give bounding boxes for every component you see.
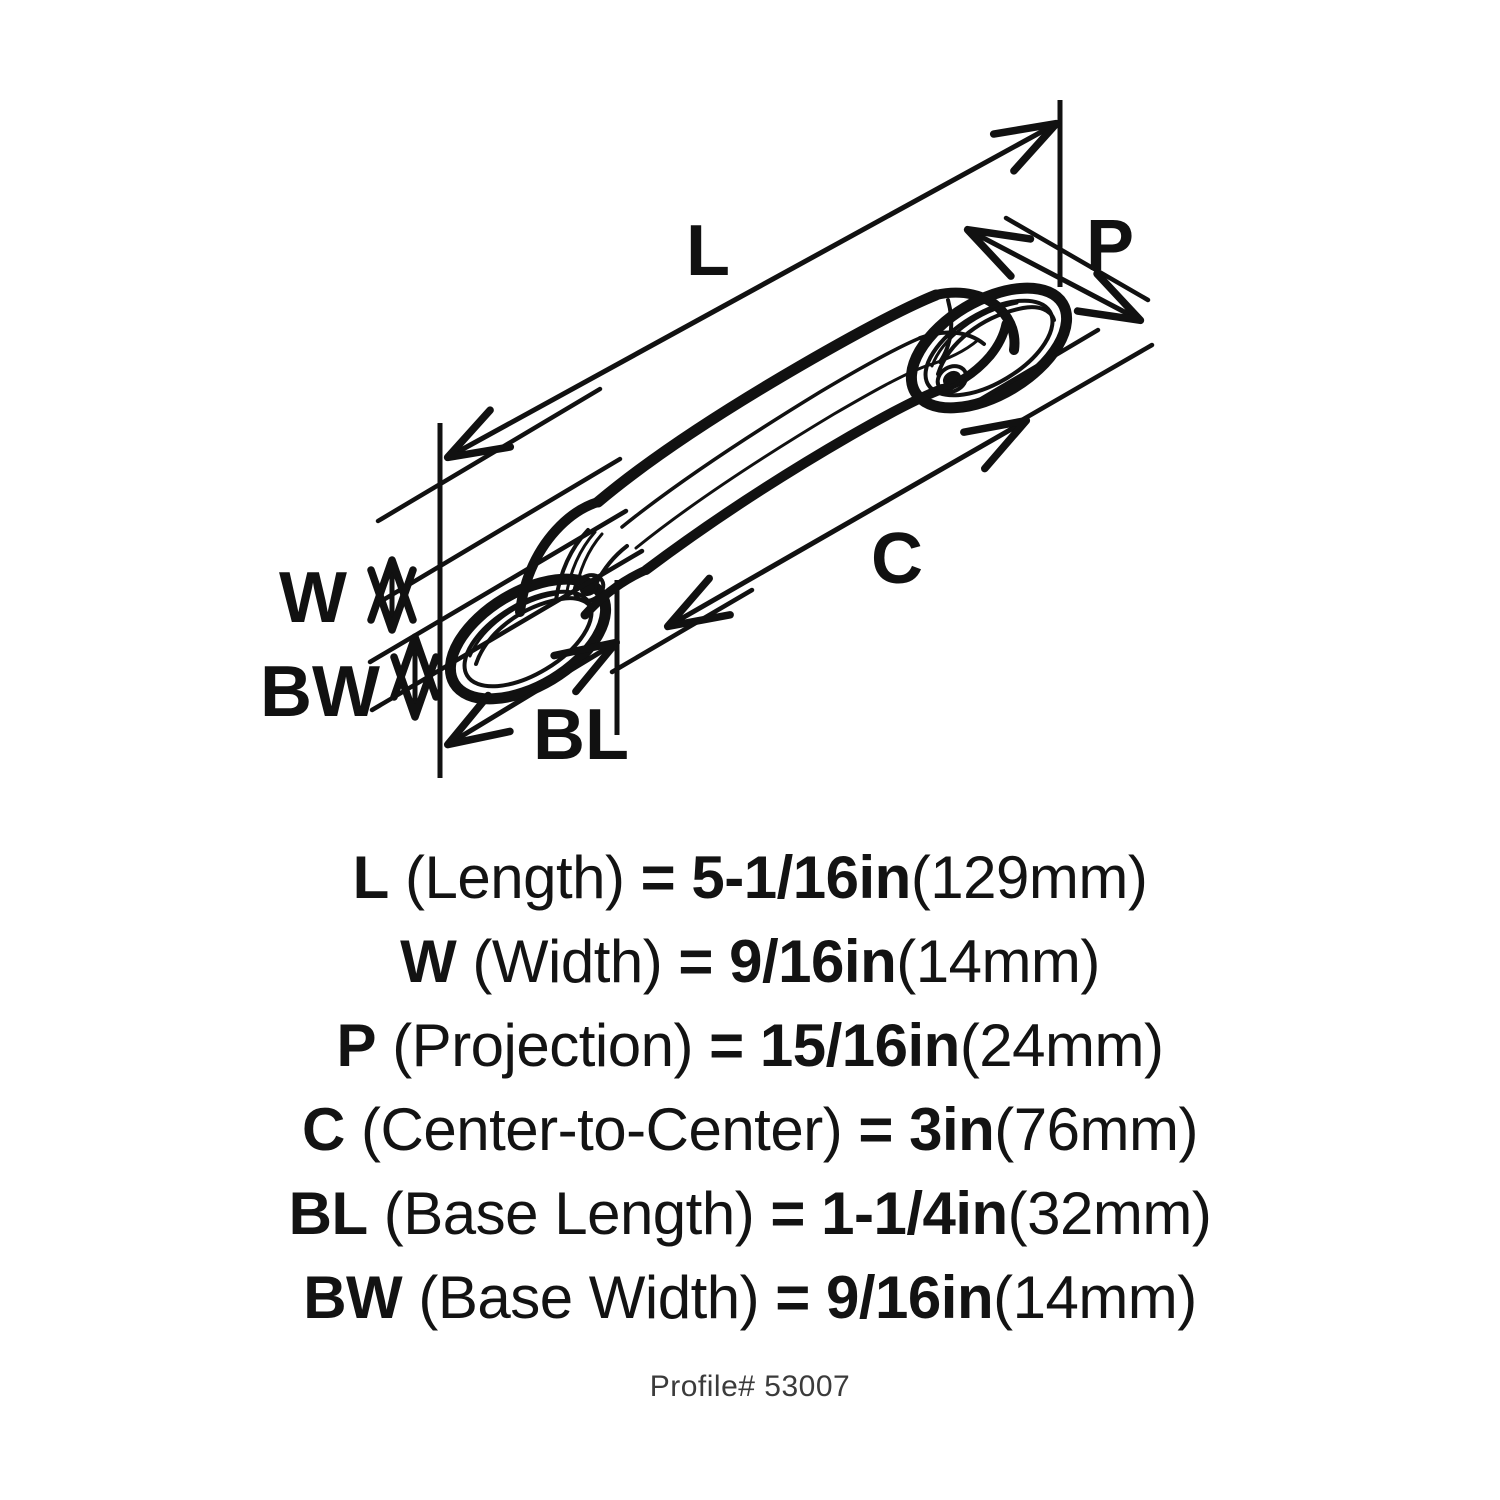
ref-line-p-lower [1019,342,1155,423]
spec-metric: (129mm) [910,844,1148,911]
spec-symbol: P [336,1012,377,1079]
dimension-arrow-center-to-center [663,416,1031,631]
bottom-neck [515,497,651,620]
spec-symbol: BL [288,1180,368,1247]
spec-equals: = [692,1012,760,1079]
spec-line-center-to-center: C (Center-to-Center) = 3in(76mm) [0,1088,1500,1172]
spec-name: (Length) [388,844,625,911]
spec-metric: (32mm) [1007,1180,1212,1247]
width-label: W [279,558,347,638]
spec-value: 3in [909,1096,995,1163]
projection-label: P [1086,206,1134,286]
length-label: L [686,211,730,291]
spec-value: 1-1/4in [821,1180,1008,1247]
spec-value: 5-1/16in [691,844,911,911]
dimension-arrow-projection [963,225,1145,325]
spec-value: 9/16in [826,1264,994,1331]
grip-upper-edge [592,289,942,508]
spec-metric: (14mm) [896,928,1100,995]
spec-equals: = [662,928,730,995]
spec-line-width: W (Width) = 9/16in(14mm) [0,920,1500,1004]
spec-line-base-width: BW (Base Width) = 9/16in(14mm) [0,1256,1500,1340]
dimension-arrows [367,119,1145,749]
spec-line-base-length: BL (Base Length) = 1-1/4in(32mm) [0,1172,1500,1256]
spec-value: 9/16in [729,928,897,995]
dimension-arrow-length [443,119,1061,462]
base-width-label: BW [260,652,380,732]
ref-line-c-left [609,587,755,675]
spec-name: (Width) [456,928,663,995]
profile-number: Profile# 53007 [649,1370,851,1403]
spec-symbol: BW [303,1264,403,1331]
spec-equals: = [759,1264,826,1331]
ref-line-w-top [375,386,603,524]
spec-equals: = [624,844,692,911]
spec-metric: (24mm) [959,1012,1164,1079]
spec-name: (Center-to-Center) [344,1096,843,1163]
spec-symbol: W [400,928,457,995]
spec-name: (Base Width) [402,1264,760,1331]
product-dimension-drawing: L P C W BW BL [260,100,1155,778]
base-length-label: BL [533,695,629,775]
specification-list: L (Length) = 5-1/16in(129mm) W (Width) =… [0,836,1500,1340]
ref-line-w-bottom [375,456,623,606]
spec-line-length: L (Length) = 5-1/16in(129mm) [0,836,1500,920]
ref-line-c-right [963,327,1101,411]
spec-value: 15/16in [759,1012,960,1079]
dimension-arrow-base-length [443,638,621,749]
spec-equals: = [754,1180,822,1247]
spec-equals: = [842,1096,910,1163]
spec-name: (Projection) [376,1012,693,1079]
spec-metric: (14mm) [993,1264,1197,1331]
top-base-oval [905,282,1073,414]
center-to-center-label: C [871,519,923,599]
spec-line-projection: P (Projection) = 15/16in(24mm) [0,1004,1500,1088]
spec-symbol: C [302,1096,345,1163]
spec-metric: (76mm) [994,1096,1198,1163]
spec-symbol: L [352,844,390,911]
spec-name: (Base Length) [367,1180,755,1247]
handle-illustration [444,282,1073,705]
